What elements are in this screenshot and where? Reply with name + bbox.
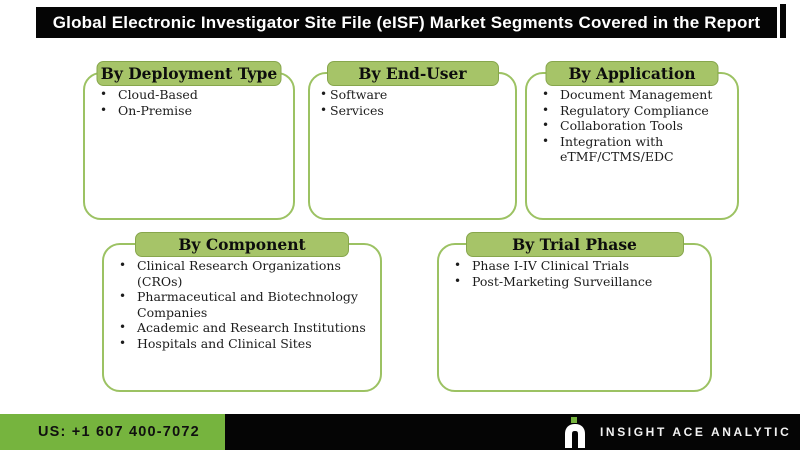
list-item: Cloud-Based <box>99 87 291 103</box>
list-item: Services <box>319 103 513 119</box>
list-item: Collaboration Tools <box>541 118 735 134</box>
list-item: Post-Marketing Surveillance <box>453 274 708 290</box>
list-item: Pharmaceutical and Biotechnology Compani… <box>118 289 378 320</box>
brand-bar: INSIGHT ACE ANALYTIC <box>225 414 800 450</box>
page-title-text: Global Electronic Investigator Site File… <box>52 12 761 32</box>
footer-bar: US: +1 607 400-7072 INSIGHT ACE ANALYTIC <box>0 414 800 450</box>
list-item: On-Premise <box>99 103 291 119</box>
segment-label-deployment-type: By Deployment Type <box>96 61 282 86</box>
segment-list-deployment-type: Cloud-Based On-Premise <box>85 74 293 118</box>
segment-list-application: Document Management Regulatory Complianc… <box>527 74 737 165</box>
segment-label-trial-phase: By Trial Phase <box>465 232 684 257</box>
segment-label-end-user: By End-User <box>326 61 499 86</box>
segment-list-trial-phase: Phase I-IV Clinical Trials Post-Marketin… <box>439 245 710 289</box>
segment-list-end-user: Software Services <box>310 74 515 118</box>
segment-list-component: Clinical Research Organizations (CROs) P… <box>104 245 380 351</box>
segment-label-component: By Component <box>135 232 349 257</box>
brand-name: INSIGHT ACE ANALYTIC <box>600 425 792 439</box>
segment-box-deployment-type: By Deployment Type Cloud-Based On-Premis… <box>83 61 295 220</box>
insight-ace-logo-icon <box>565 417 585 448</box>
list-item: Integration with eTMF/CTMS/EDC <box>541 134 735 165</box>
segment-box-application: By Application Document Management Regul… <box>525 61 739 220</box>
phone-number: US: +1 607 400-7072 <box>0 414 225 450</box>
list-item: Regulatory Compliance <box>541 103 735 119</box>
list-item: Academic and Research Institutions <box>118 320 378 336</box>
segment-label-application: By Application <box>545 61 719 86</box>
title-accent-strip <box>780 4 786 38</box>
list-item: Document Management <box>541 87 735 103</box>
list-item: Clinical Research Organizations (CROs) <box>118 258 378 289</box>
phone-number-text: US: +1 607 400-7072 <box>38 424 200 440</box>
segment-box-end-user: By End-User Software Services <box>308 61 517 220</box>
list-item: Software <box>319 87 513 103</box>
page-title: Global Electronic Investigator Site File… <box>36 7 777 38</box>
list-item: Hospitals and Clinical Sites <box>118 336 378 352</box>
segment-box-trial-phase: By Trial Phase Phase I-IV Clinical Trial… <box>437 232 712 392</box>
list-item: Phase I-IV Clinical Trials <box>453 258 708 274</box>
segment-box-component: By Component Clinical Research Organizat… <box>102 232 382 392</box>
